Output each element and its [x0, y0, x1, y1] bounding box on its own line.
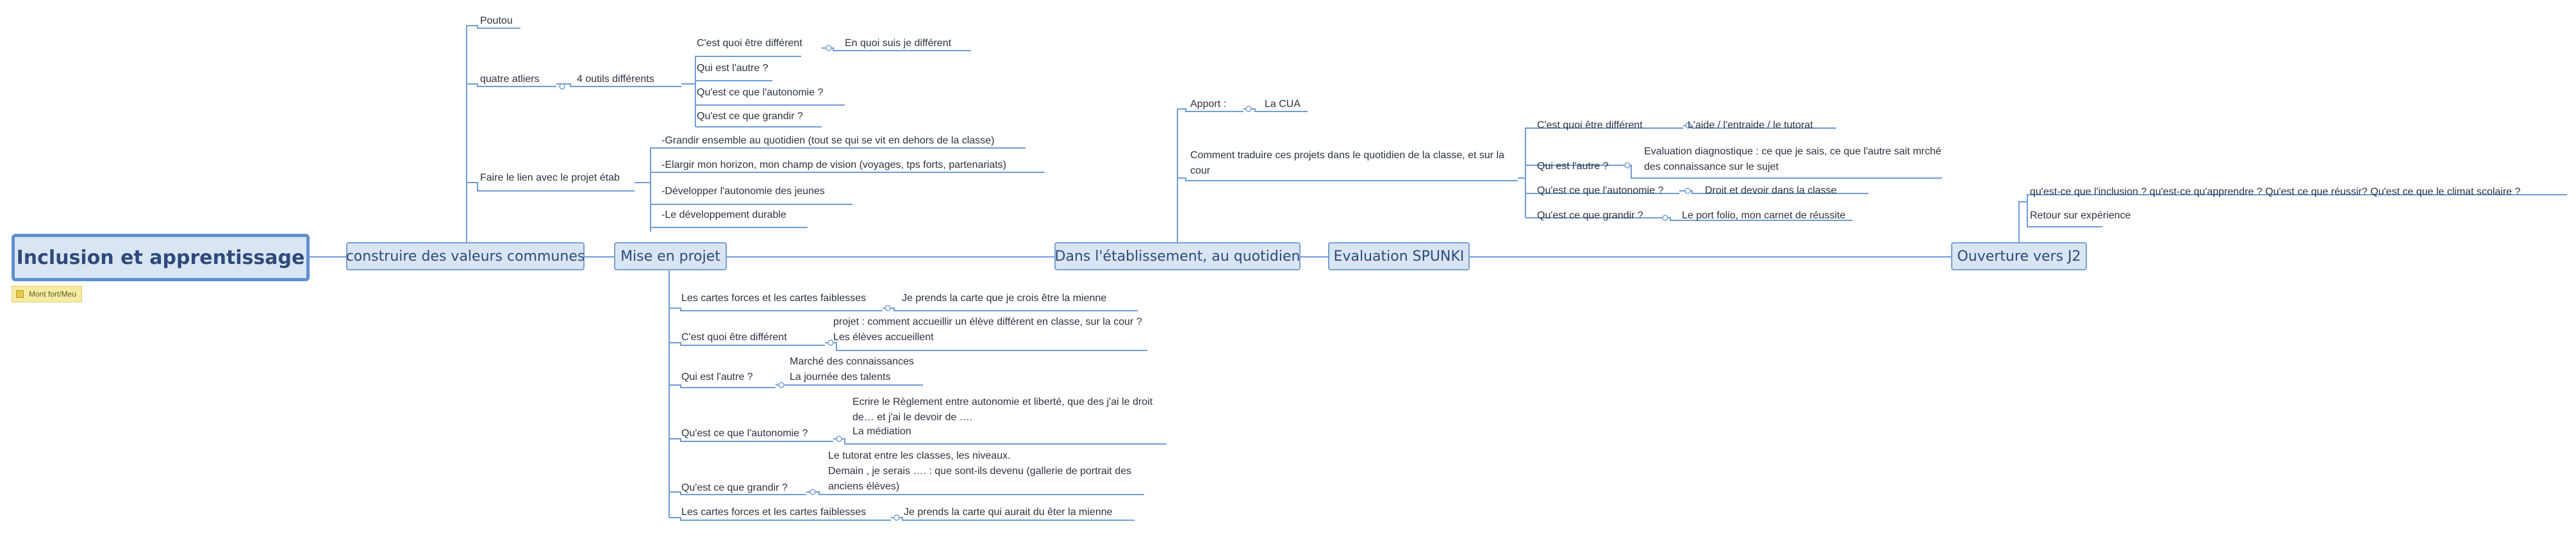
node-projet-cartes-2-child[interactable]: Je prends la carte qui aurait du êter la…: [904, 507, 1113, 518]
node-etab-autre-child[interactable]: Evaluation diagnostique : ce que je sais…: [1644, 146, 1941, 172]
node-lien-elargir[interactable]: -Elargir mon horizon, mon champ de visio…: [661, 160, 1007, 170]
topic-ouverture-j2[interactable]: Ouverture vers J2: [1951, 242, 2087, 270]
node-projet-autonomie-child-1[interactable]: Ecrire le Règlement entre autonomie et l…: [852, 397, 1153, 423]
node-poutou[interactable]: Poutou: [480, 15, 513, 26]
node-comment-traduire[interactable]: Comment traduire ces projets dans le quo…: [1190, 150, 1505, 176]
root-topic[interactable]: Inclusion et apprentissage: [12, 234, 310, 281]
node-etab-grandir[interactable]: Qu'est ce que grandir ?: [1537, 210, 1643, 221]
node-projet-autre-child-2[interactable]: La journée des talents: [790, 372, 891, 382]
topic-construire-valeurs[interactable]: construire des valeurs communes: [346, 242, 585, 270]
note-icon: [16, 290, 24, 298]
node-projet-autonomie-child-2[interactable]: La médiation: [852, 426, 911, 437]
topic-dans-etablissement[interactable]: Dans l'établissement, au quotidien: [1054, 242, 1300, 270]
node-etab-grandir-child[interactable]: Le port folio, mon carnet de réussite: [1682, 210, 1846, 221]
node-etab-autre[interactable]: Qui est l'autre ?: [1537, 161, 1609, 172]
node-projet-grandir-child-1[interactable]: Le tutorat entre les classes, les niveau…: [828, 450, 1011, 461]
node-outil-grandir[interactable]: Qu'est ce que grandir ?: [697, 111, 803, 122]
node-projet-grandir[interactable]: Qu'est ce que grandir ?: [681, 482, 788, 493]
node-j2-retour[interactable]: Retour sur expérience: [2030, 210, 2131, 221]
node-projet-autonomie[interactable]: Qu'est ce que l'autonomie ?: [681, 428, 808, 439]
node-outil-different[interactable]: C'est quoi être différent: [697, 38, 802, 49]
node-en-quoi-different[interactable]: En quoi suis je différent: [845, 38, 952, 49]
node-projet-autre-child-1[interactable]: Marché des connaissances: [790, 356, 914, 367]
node-projet-grandir-child-2[interactable]: Demain , je serais …. : que sont-ils dev…: [828, 466, 1132, 492]
node-lien-autonomie[interactable]: -Développer l'autonomie des jeunes: [661, 186, 825, 197]
topic-evaluation-spunki[interactable]: Evaluation SPUNKI: [1328, 242, 1470, 270]
node-projet-different[interactable]: C'est quoi être différent: [681, 332, 787, 343]
node-etab-autonomie-child[interactable]: Droit et devoir dans la classe: [1705, 185, 1837, 196]
node-apport[interactable]: Apport :: [1190, 99, 1227, 110]
node-outil-autre[interactable]: Qui est l'autre ?: [697, 63, 769, 74]
node-j2-questions[interactable]: qu'est-ce que l'inclusion ? qu'est-ce qu…: [2030, 186, 2521, 197]
node-projet-autre[interactable]: Qui est l'autre ?: [681, 372, 753, 382]
node-projet-cartes-2[interactable]: Les cartes forces et les cartes faibless…: [681, 507, 867, 518]
node-4-outils[interactable]: 4 outils différents: [577, 74, 654, 85]
topic-mise-en-projet[interactable]: Mise en projet: [614, 242, 727, 270]
node-projet-different-child[interactable]: projet : comment accueillir un élève dif…: [833, 316, 1142, 343]
node-lien-grandir[interactable]: -Grandir ensemble au quotidien (tout se …: [661, 135, 995, 146]
node-etab-different-child[interactable]: L'aide / l'entraide / le tutorat: [1688, 120, 1813, 131]
node-outil-autonomie[interactable]: Qu'est ce que l'autonomie ?: [697, 87, 824, 98]
node-etab-different[interactable]: C'est quoi être différent: [1537, 120, 1643, 131]
node-quatre-ateliers[interactable]: quatre atliers: [480, 74, 540, 85]
node-lien-projet[interactable]: Faire le lien avec le projet étab: [480, 172, 620, 183]
node-etab-autonomie[interactable]: Qu'est ce que l'autonomie ?: [1537, 185, 1664, 196]
node-projet-cartes-child[interactable]: Je prends la carte que je crois être la …: [902, 293, 1107, 304]
node-la-cua[interactable]: La CUA: [1265, 99, 1301, 110]
root-note: Mont fort/Meu: [12, 286, 83, 302]
node-lien-durable[interactable]: -Le développement durable: [661, 209, 786, 220]
root-note-label: Mont fort/Meu: [29, 290, 77, 299]
node-projet-cartes[interactable]: Les cartes forces et les cartes faibless…: [681, 293, 867, 304]
